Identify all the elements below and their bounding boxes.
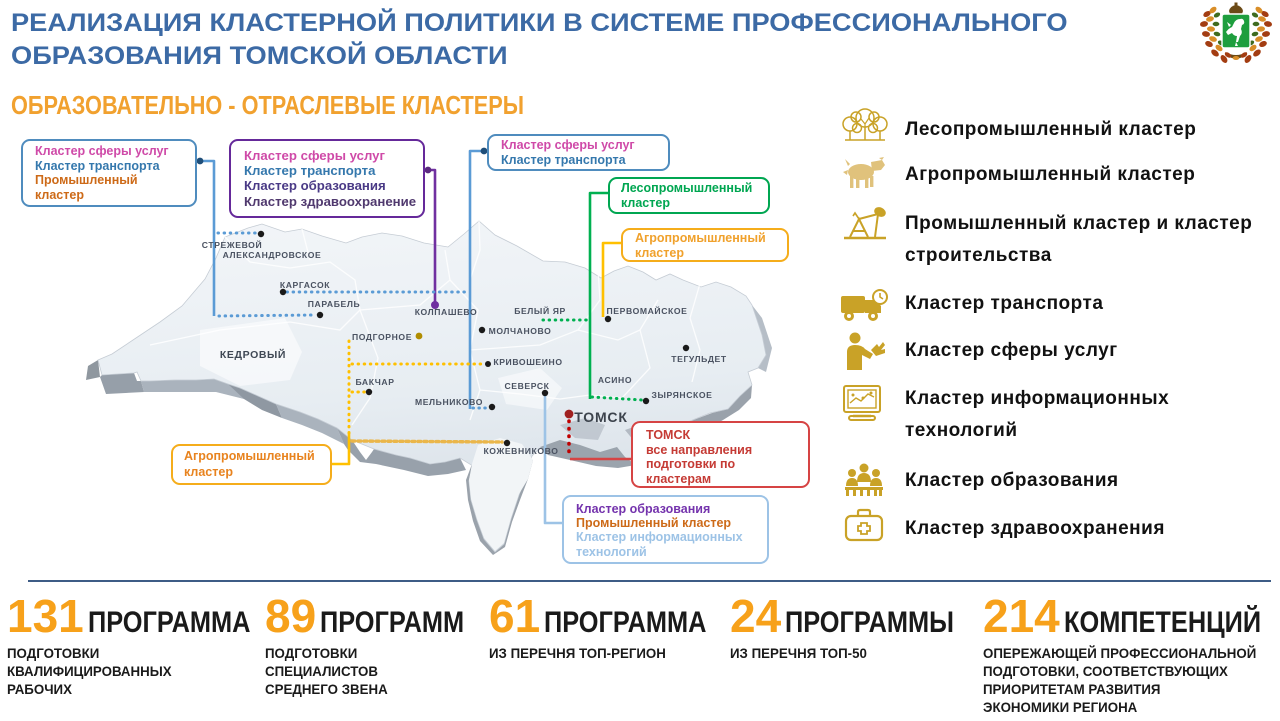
svg-text:МОЛЧАНОВО: МОЛЧАНОВО <box>489 326 552 336</box>
svg-text:ТОМСК: ТОМСК <box>574 409 627 425</box>
svg-text:ПЕРВОМАЙСКОЕ: ПЕРВОМАЙСКОЕ <box>607 305 688 316</box>
svg-text:БЕЛЫЙ ЯР: БЕЛЫЙ ЯР <box>514 305 566 316</box>
svg-text:АЛЕКСАНДРОВСКОЕ: АЛЕКСАНДРОВСКОЕ <box>223 250 322 260</box>
svg-text:СЕВЕРСК: СЕВЕРСК <box>504 381 549 391</box>
svg-text:ПАРАБЕЛЬ: ПАРАБЕЛЬ <box>308 299 360 309</box>
svg-text:ТЕГУЛЬДЕТ: ТЕГУЛЬДЕТ <box>671 354 727 364</box>
svg-text:ПОДГОРНОЕ: ПОДГОРНОЕ <box>352 332 412 342</box>
svg-text:МЕЛЬНИКОВО: МЕЛЬНИКОВО <box>415 397 483 407</box>
svg-text:БАКЧАР: БАКЧАР <box>355 377 394 387</box>
svg-text:КАРГАСОК: КАРГАСОК <box>280 280 330 290</box>
svg-text:АСИНО: АСИНО <box>598 375 632 385</box>
svg-text:КОЛПАШЕВО: КОЛПАШЕВО <box>415 307 478 317</box>
svg-text:КРИВОШЕИНО: КРИВОШЕИНО <box>493 357 562 367</box>
svg-text:СТРЕЖЕВОЙ: СТРЕЖЕВОЙ <box>202 239 262 250</box>
svg-text:КОЖЕВНИКОВО: КОЖЕВНИКОВО <box>483 446 558 456</box>
svg-text:ЗЫРЯНСКОЕ: ЗЫРЯНСКОЕ <box>652 390 713 400</box>
svg-text:КЕДРОВЫЙ: КЕДРОВЫЙ <box>220 348 286 361</box>
